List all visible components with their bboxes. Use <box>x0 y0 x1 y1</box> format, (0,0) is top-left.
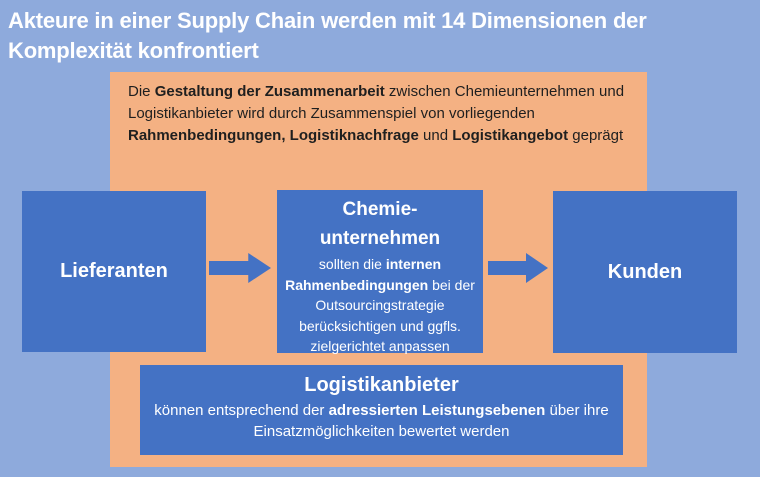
node-lieferanten-label: Lieferanten <box>60 260 168 282</box>
node-chemieunternehmen-title: Chemie- unternehmen <box>277 195 483 253</box>
node-chemieunternehmen-title-line2: unternehmen <box>319 228 441 249</box>
node-kunden: Kunden <box>553 191 737 353</box>
node-logistikanbieter: Logistikanbieter können entsprechend der… <box>140 365 623 455</box>
node-chemieunternehmen-title-line1: Chemie- <box>342 199 418 220</box>
node-chemieunternehmen: Chemie- unternehmen sollten die internen… <box>277 190 483 354</box>
arrow-right-icon <box>488 253 548 283</box>
slide-title-line2: Komplexität konfrontiert <box>8 38 259 63</box>
node-lieferanten: Lieferanten <box>22 191 206 352</box>
slide-title-line1: Akteure in einer Supply Chain werden mit… <box>8 8 647 33</box>
slide-title: Akteure in einer Supply Chain werden mit… <box>8 6 758 66</box>
node-chemieunternehmen-body: sollten die internen Rahmenbedingungen b… <box>285 256 475 354</box>
node-kunden-label: Kunden <box>607 260 683 283</box>
node-logistikanbieter-title: Logistikanbieter <box>304 374 459 396</box>
arrow-right-icon <box>209 253 271 283</box>
context-paragraph: Die Gestaltung der Zusammenarbeit zwisch… <box>128 83 625 144</box>
node-logistikanbieter-body: können entsprechend der adressierten Lei… <box>154 402 609 440</box>
